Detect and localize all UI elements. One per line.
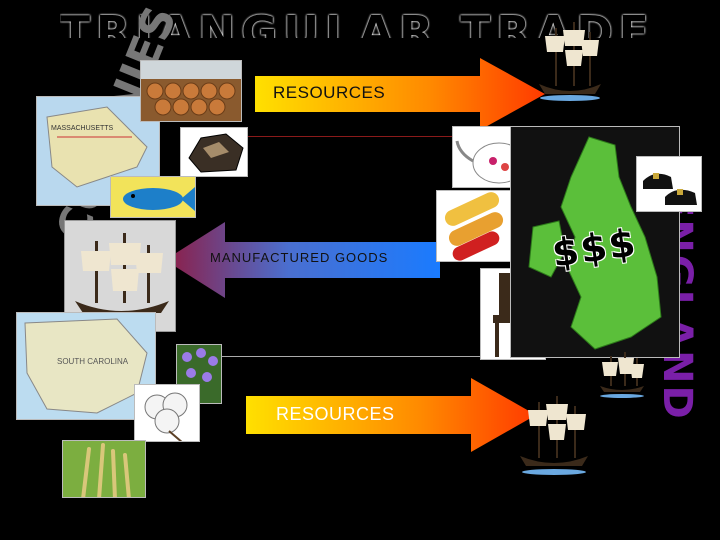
divider-top [185, 136, 475, 137]
shoes-icon [643, 173, 697, 205]
iron-ore-image [180, 127, 248, 177]
arrow-right-shape [246, 378, 536, 452]
lumber-image [140, 60, 242, 122]
fish-icon [123, 187, 195, 211]
resources-arrow-top: RESOURCES [255, 58, 545, 130]
rice-icon [81, 443, 131, 497]
south-carolina-map: SOUTH CAROLINA [16, 312, 156, 420]
logs-icon [141, 61, 241, 116]
rock-icon [188, 133, 244, 173]
cotton-icon [144, 392, 188, 441]
flower-icon [182, 348, 218, 382]
fabric-image [436, 190, 514, 262]
ship-top-right [535, 14, 605, 104]
fabric-rolls-icon [444, 192, 504, 261]
fish-image [110, 176, 196, 218]
arrow-right-shape [255, 58, 545, 130]
page-title: TRIANGULAR TRADE [60, 7, 655, 38]
ship-bottom-right [516, 390, 592, 478]
ship-icon [75, 233, 169, 313]
buckle-shoes-image [636, 156, 702, 212]
massachusetts-map-label: MASSACHUSETTS [51, 125, 114, 132]
cotton-image [134, 384, 200, 442]
resources-arrow-bottom: RESOURCES [246, 378, 536, 452]
manufactured-goods-arrow: MANUFACTURED GOODS [165, 222, 440, 298]
ship-small-right [596, 350, 648, 400]
rice-image [62, 440, 146, 498]
ship-icon [520, 396, 588, 475]
ship-icon [539, 22, 601, 101]
resources-bottom-label: RESOURCES [276, 404, 395, 424]
divider-bottom [190, 356, 550, 357]
resources-top-label: RESOURCES [273, 83, 386, 102]
south-carolina-map-label: SOUTH CAROLINA [57, 357, 129, 366]
manufactured-goods-label: MANUFACTURED GOODS [210, 250, 389, 265]
ship-icon [600, 352, 644, 398]
arrow-left-shape [165, 222, 440, 298]
